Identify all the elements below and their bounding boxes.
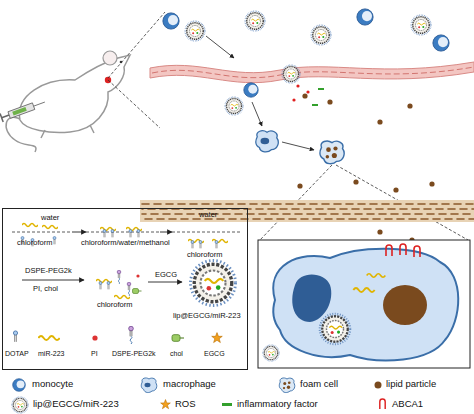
panel-label: PI, chol [33,285,58,293]
legend-label: lip@EGCG/miR-223 [33,399,119,409]
panel-label: chloroform/water/methanol [81,239,170,247]
legend-label: ROS [175,399,196,409]
mouse [0,51,130,152]
panel-label: chloroform [17,239,52,247]
panel-label: DSPE-PEG2k [25,267,72,275]
legend-label: EGCG [204,350,225,358]
legend-label: ABCA1 [392,399,423,409]
legend-label: miR-223 [38,350,64,358]
panel-label: EGCG [155,271,177,279]
panel-label: water [199,211,217,219]
legend-label: lipid particle [386,379,436,389]
synthesis-panel: water chloroform chloroform/water/methanol… [2,208,248,370]
vessel [140,62,474,222]
legend-label: foam cell [300,379,338,389]
lipid-particles [297,93,434,242]
legend-label: monocyte [32,379,73,389]
legend-icons [12,378,385,413]
blood-cells [163,9,449,164]
panel-label: water [41,214,59,222]
legend-label: inflammatory factor [237,399,318,409]
syringe [0,98,46,122]
synthesis-scheme [12,224,240,345]
legend-label: DSPE-PEG2k [112,350,156,358]
legend-label: chol [170,350,183,358]
ros-and-cytokines [292,84,324,106]
macrophage-zoom [258,240,470,368]
panel-label: chloroform [187,251,222,259]
panel-label: chloroform [97,301,132,309]
legend-label: macrophage [163,379,216,389]
legend-label: DOTAP [5,350,29,358]
legend-label: PI [91,350,98,358]
panel-label: lip@EGCG/miR-223 [173,312,241,320]
